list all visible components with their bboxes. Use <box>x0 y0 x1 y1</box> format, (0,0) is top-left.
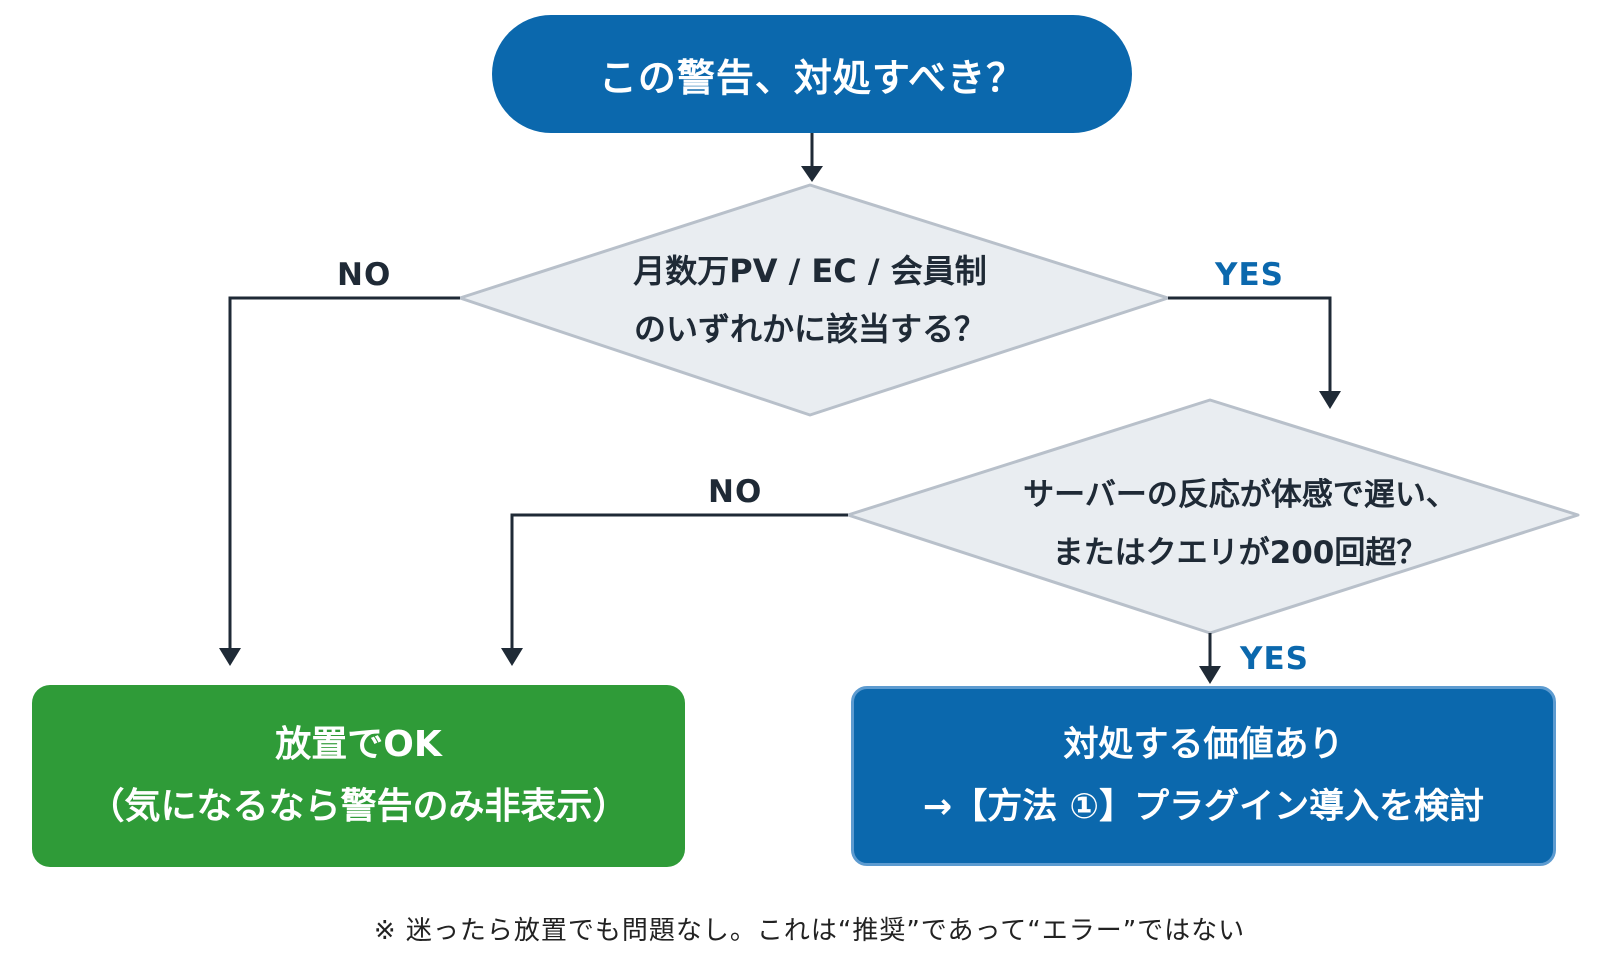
decision2-line1: サーバーの反応が体感で遅い、 <box>1023 477 1457 513</box>
decision2-line2: またはクエリが200回超？ <box>1052 535 1428 571</box>
arrowhead-decision1-no <box>219 648 241 666</box>
action-result-box: 対処する価値あり →【方法 ①】プラグイン導入を検討 <box>851 686 1556 866</box>
arrowhead-decision1-yes <box>1319 391 1341 409</box>
connector-decision1-yes <box>1168 296 1332 393</box>
decision1-diamond <box>458 183 1170 417</box>
ignore-result-box: 放置でOK （気になるなら警告のみ非表示） <box>32 685 685 867</box>
footnote: ※ 迷ったら放置でも問題なし。これは“推奨”であって“エラー”ではない <box>373 916 1246 946</box>
connector-decision1-no <box>228 296 460 650</box>
start-text: この警告、対処すべき？ <box>598 55 1026 100</box>
ignore-line2: （気になるなら警告のみ非表示） <box>88 786 629 827</box>
decision2-text: サーバーの反応が体感で遅い、 またはクエリが200回超？ <box>920 466 1560 582</box>
arrowhead-decision2-yes <box>1199 666 1221 684</box>
action-line1: 対処する価値あり <box>1063 725 1344 765</box>
arrowhead-decision2-no <box>501 648 523 666</box>
decision1-line1: 月数万PV / EC / 会員制 <box>633 252 987 290</box>
decision2-no-label: NO <box>708 474 763 510</box>
decision1-text: 月数万PV / EC / 会員制 のいずれかに該当する？ <box>530 242 1090 358</box>
arrowhead-start <box>801 166 823 182</box>
ignore-line1: 放置でOK <box>275 724 442 765</box>
decision1-yes-label: YES <box>1215 257 1284 293</box>
decision1-line2: のいずれかに該当する？ <box>633 310 986 348</box>
action-line2: →【方法 ①】プラグイン導入を検討 <box>922 787 1485 827</box>
decision1-no-label: NO <box>337 257 392 293</box>
decision2-yes-label: YES <box>1240 641 1309 677</box>
connector-decision2-no <box>510 513 848 650</box>
start-node: この警告、対処すべき？ <box>492 15 1132 133</box>
